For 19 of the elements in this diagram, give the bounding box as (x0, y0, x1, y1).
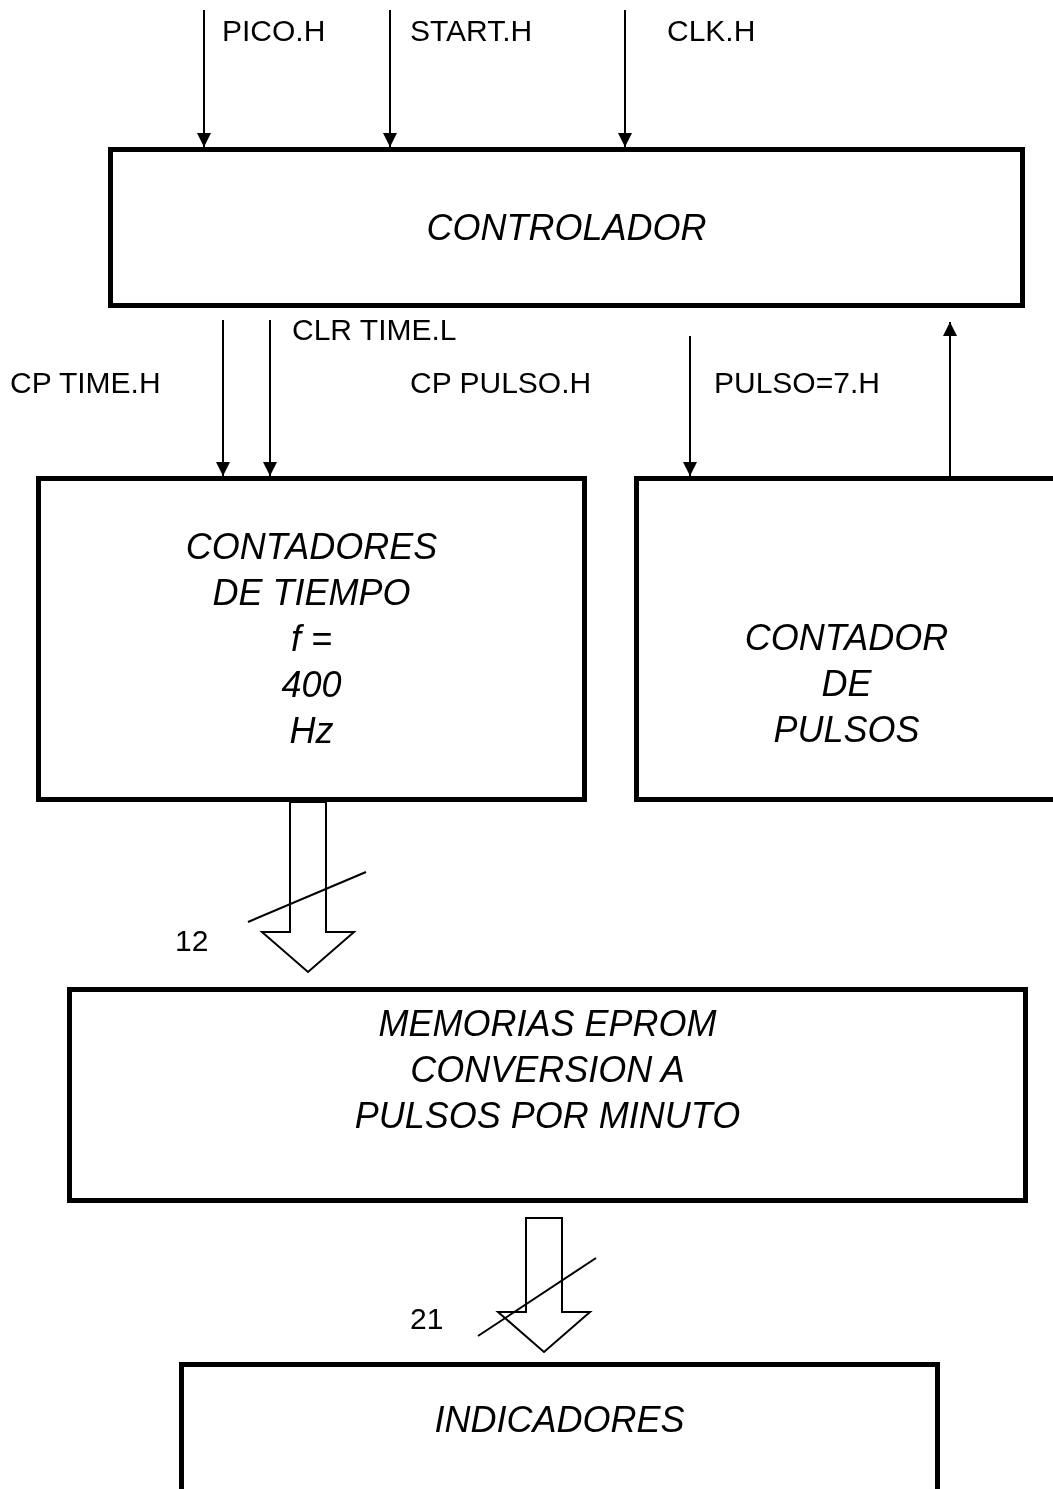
signal-arrow (383, 9, 397, 148)
block-label: INDICADORES (434, 1398, 685, 1442)
block-box (179, 1362, 940, 1489)
block-label: MEMORIAS EPROM CONVERSION A PULSOS POR MINUTO (353, 1002, 742, 1138)
signal-arrow (618, 9, 632, 148)
signal-arrow (263, 319, 277, 477)
block-box (634, 476, 1053, 802)
bus-arrow (495, 1217, 593, 1354)
block-label: f = 400 Hz (281, 617, 342, 753)
signal-arrow (216, 319, 230, 477)
block-box (108, 147, 1025, 308)
block-label: CONTROLADOR (426, 205, 707, 250)
signal-arrow (943, 321, 957, 477)
block-box (36, 476, 587, 802)
signal-arrow (683, 335, 697, 477)
bus-arrow (259, 801, 357, 974)
signal-arrow (197, 9, 211, 148)
block-label: CONTADOR DE PULSOS (744, 616, 949, 752)
block-box (67, 987, 1028, 1203)
